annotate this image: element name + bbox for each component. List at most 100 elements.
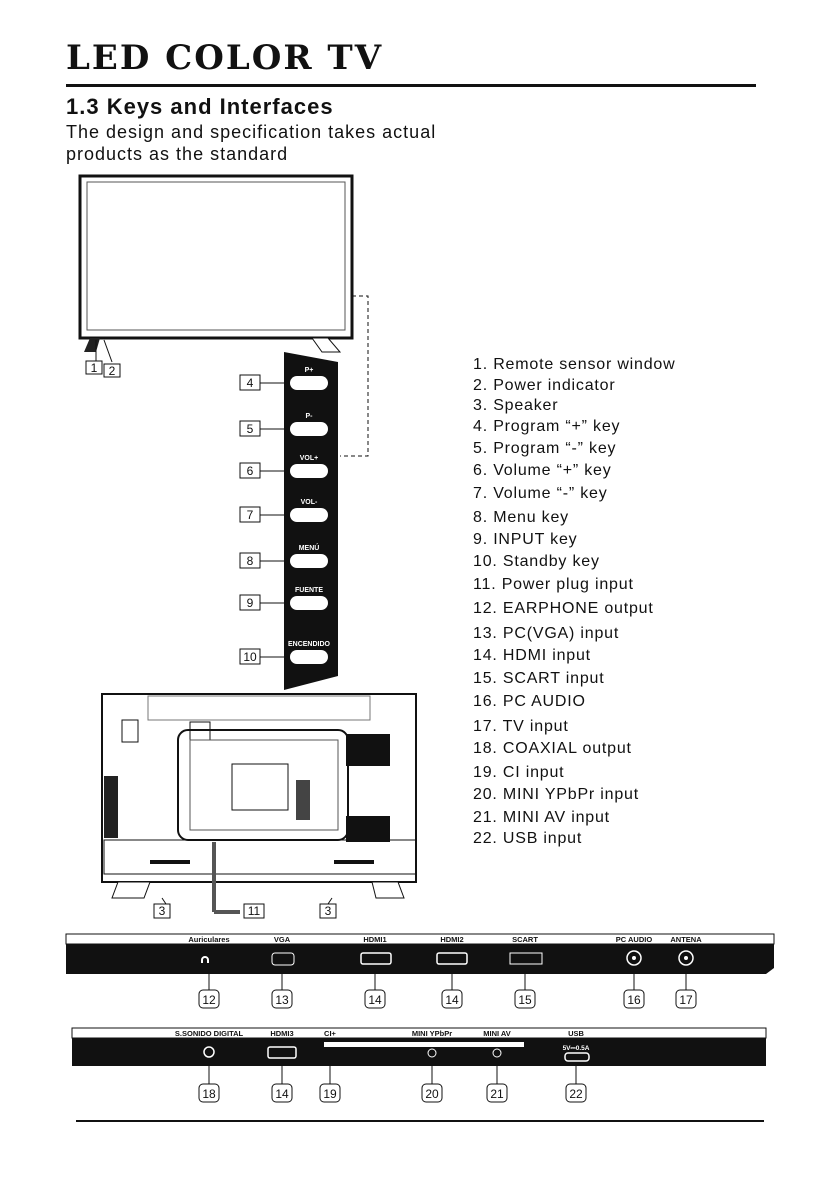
callout-panel1-5 — [514, 989, 536, 1009]
callout-panel1-3 — [364, 989, 386, 1009]
callout-panel1-1-label: 12 — [202, 993, 216, 1007]
callout-2 — [103, 363, 121, 378]
panel-1-ports — [201, 950, 694, 966]
legend-item-9: 9. INPUT key — [473, 531, 578, 548]
side-key-label-7: ENCENDIDO — [288, 641, 331, 648]
panel-1-label-1: Auriculares — [188, 935, 229, 944]
callout-panel1-6 — [623, 989, 645, 1009]
legend-item-21: 21. MINI AV input — [473, 809, 610, 826]
callout-panel1-7 — [675, 989, 697, 1009]
side-key-1[interactable] — [290, 376, 328, 390]
legend-item-19: 19. CI input — [473, 764, 565, 781]
panel-2-label-6: USB — [568, 1029, 584, 1038]
usb-port-icon — [564, 1052, 590, 1062]
callout-3-right-label: 3 — [325, 904, 332, 918]
side-keys-connector — [340, 295, 369, 457]
side-key-5[interactable] — [290, 554, 328, 568]
tv-front-foot-left — [84, 338, 100, 352]
legend-item-2: 2. Power indicator — [473, 377, 616, 394]
side-key-7[interactable] — [290, 650, 328, 664]
callout-panel2-6 — [565, 1083, 587, 1103]
hdmi2-port-icon — [436, 952, 468, 965]
section-subtitle-line1: The design and specification takes actua… — [66, 122, 437, 142]
callout-6 — [239, 462, 261, 479]
hdmi3-port-icon — [267, 1046, 297, 1059]
callout-panel1-5-label: 15 — [518, 993, 532, 1007]
callout-3-right — [319, 903, 337, 919]
hdmi1-port-icon — [360, 952, 392, 965]
tv-rear-body — [101, 693, 417, 883]
legend-item-10: 10. Standby key — [473, 553, 600, 570]
callout-3-left — [153, 903, 171, 919]
callout-1 — [85, 360, 103, 375]
earphone-jack-icon — [201, 956, 209, 963]
panel-1-label-7: ANTENA — [670, 935, 702, 944]
callout-panel1-6-label: 16 — [627, 993, 641, 1007]
side-key-label-4: VOL- — [301, 499, 318, 506]
panel-2-label-2: HDMI3 — [270, 1029, 293, 1038]
callout-panel2-5 — [486, 1083, 508, 1103]
callout-panel2-2 — [271, 1083, 293, 1103]
tv-rear-foot-left — [111, 881, 151, 899]
panel-1-label-4: HDMI2 — [440, 935, 463, 944]
panel-1-label-5: SCART — [512, 935, 538, 944]
antenna-jack-icon — [678, 950, 694, 966]
side-key-6[interactable] — [290, 596, 328, 610]
side-key-label-5: MENÚ — [299, 543, 320, 552]
section-subtitle-line2: products as the standard — [66, 144, 289, 164]
rear-callouts: 3 11 3 — [153, 903, 337, 919]
side-key-3[interactable] — [290, 464, 328, 478]
side-key-label-1: P+ — [305, 367, 314, 374]
tv-rear-label-box — [231, 763, 289, 811]
callout-panel1-2 — [271, 989, 293, 1009]
tv-front-foot-right — [311, 337, 342, 353]
callout-8 — [239, 552, 261, 569]
callout-4 — [239, 374, 261, 391]
tv-rear-side-ports — [104, 776, 118, 838]
legend-item-4: 4. Program “+” key — [473, 418, 621, 435]
legend-item-3: 3. Speaker — [473, 397, 559, 414]
vga-port-icon — [271, 952, 295, 966]
side-key-2[interactable] — [290, 422, 328, 436]
callout-panel2-6-label: 22 — [569, 1087, 583, 1101]
callout-panel2-1-label: 18 — [202, 1087, 216, 1101]
callout-panel2-1 — [198, 1083, 220, 1103]
legend-item-7: 7. Volume “-” key — [473, 485, 608, 502]
callout-panel2-4-label: 20 — [425, 1087, 439, 1101]
legend-item-22: 22. USB input — [473, 830, 583, 847]
panel-2-label-5: MINI AV — [483, 1029, 511, 1038]
callout-10-label: 10 — [243, 650, 257, 664]
page-title: LED COLOR TV — [66, 38, 384, 78]
legend-item-8: 8. Menu key — [473, 509, 569, 526]
legend-item-17: 17. TV input — [473, 718, 569, 735]
callout-panel1-4-label: 14 — [445, 993, 459, 1007]
mini-av-jack-icon — [492, 1048, 502, 1058]
legend-item-15: 15. SCART input — [473, 670, 605, 687]
side-key-4[interactable] — [290, 508, 328, 522]
callout-2-label: 2 — [109, 364, 116, 378]
callout-9 — [239, 594, 261, 611]
panel-1-label-3: HDMI1 — [363, 935, 386, 944]
callout-panel2-3-label: 19 — [323, 1087, 337, 1101]
panel-1-label-6: PC AUDIO — [616, 935, 653, 944]
front-callouts: 1 2 — [85, 360, 121, 378]
callout-panel1-4 — [441, 989, 463, 1009]
tv-front-screen — [86, 181, 346, 331]
panel-2-label-4: MINI YPbPr — [412, 1029, 452, 1038]
side-key-label-3: VOL+ — [300, 455, 318, 462]
header-rule — [66, 84, 756, 87]
panel-2-label-1: S.SONIDO DIGITAL — [175, 1029, 244, 1038]
callout-8-label: 8 — [247, 554, 254, 568]
mini-ypbpr-jack-icon — [427, 1048, 437, 1058]
callout-11 — [243, 903, 265, 919]
legend-item-6: 6. Volume “+” key — [473, 462, 612, 479]
side-key-label-2: P- — [306, 413, 314, 420]
pc-audio-jack-icon — [626, 950, 642, 966]
callout-panel2-5-label: 21 — [490, 1087, 504, 1101]
coaxial-jack-icon — [203, 1046, 215, 1058]
tv-rear-foot-right — [371, 881, 405, 899]
tv-rear-view — [101, 693, 417, 914]
